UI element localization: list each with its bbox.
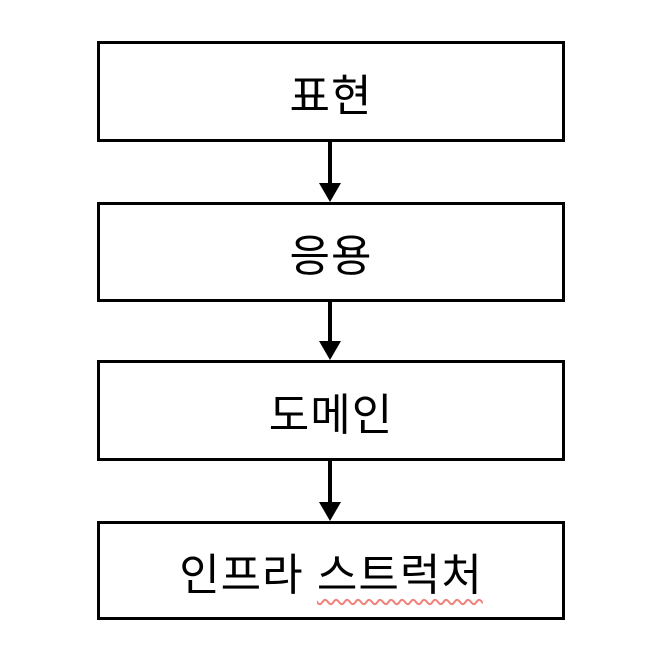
flow-box-application: 응용 xyxy=(97,202,565,302)
arrow-stem xyxy=(328,302,332,343)
arrow-stem xyxy=(328,142,332,185)
down-arrow-presentation-to-application xyxy=(319,142,341,202)
arrow-head-icon xyxy=(319,183,341,202)
flow-box-domain-label: 도메인 xyxy=(268,390,394,440)
flow-box-presentation: 표현 xyxy=(97,41,565,142)
down-arrow-application-to-domain xyxy=(319,302,341,360)
arrow-head-icon xyxy=(319,502,341,521)
flow-box-application-label: 응용 xyxy=(289,232,373,281)
arrow-stem xyxy=(328,461,332,504)
arrow-head-icon xyxy=(319,341,341,360)
spellcheck-underlined-word: 스트럭처 xyxy=(316,550,483,600)
flow-box-domain: 도메인 xyxy=(97,360,565,461)
flow-box-infrastructure-label: 인프라 스트럭처 xyxy=(179,539,483,603)
flow-box-infrastructure: 인프라 스트럭처 xyxy=(97,521,565,620)
flow-box-presentation-label: 표현 xyxy=(289,71,373,121)
flow-box-infrastructure-label-normal: 인프라 xyxy=(179,550,317,600)
down-arrow-domain-to-infrastructure xyxy=(319,461,341,521)
